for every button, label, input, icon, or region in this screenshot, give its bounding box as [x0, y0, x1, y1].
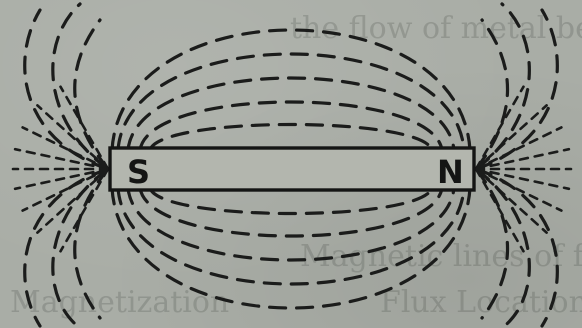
pole-tuft-right-1: [476, 87, 524, 169]
south-pole-label: S: [127, 153, 150, 191]
pole-tuft-right-2: [476, 105, 547, 169]
field-line-top-5: [112, 30, 470, 150]
pole-tuft-right-3: [476, 127, 561, 169]
field-line-outer-left-5: [75, 20, 108, 169]
field-line-top-3: [128, 78, 454, 150]
pole-tuft-right-4: [476, 149, 569, 169]
pole-tuft-left-3: [23, 127, 108, 169]
north-pole-label: N: [437, 153, 464, 191]
field-line-outer-left-2: [25, 10, 108, 169]
field-line-bottom-1: [150, 188, 432, 214]
pole-tuft-left-7: [23, 169, 108, 211]
pole-tuft-left-8: [37, 169, 108, 233]
pole-tuft-left-2: [37, 105, 108, 169]
bar-magnet-body: [110, 148, 474, 190]
field-line-top-1: [150, 125, 432, 151]
pole-tuft-right-7: [476, 169, 561, 211]
pole-tuft-right-6: [476, 169, 569, 189]
pole-tuft-right-8: [476, 169, 547, 233]
bar-magnet: S N: [110, 148, 474, 191]
svg-text:the flow of metal become charg: the flow of metal become charged with: [290, 11, 582, 46]
